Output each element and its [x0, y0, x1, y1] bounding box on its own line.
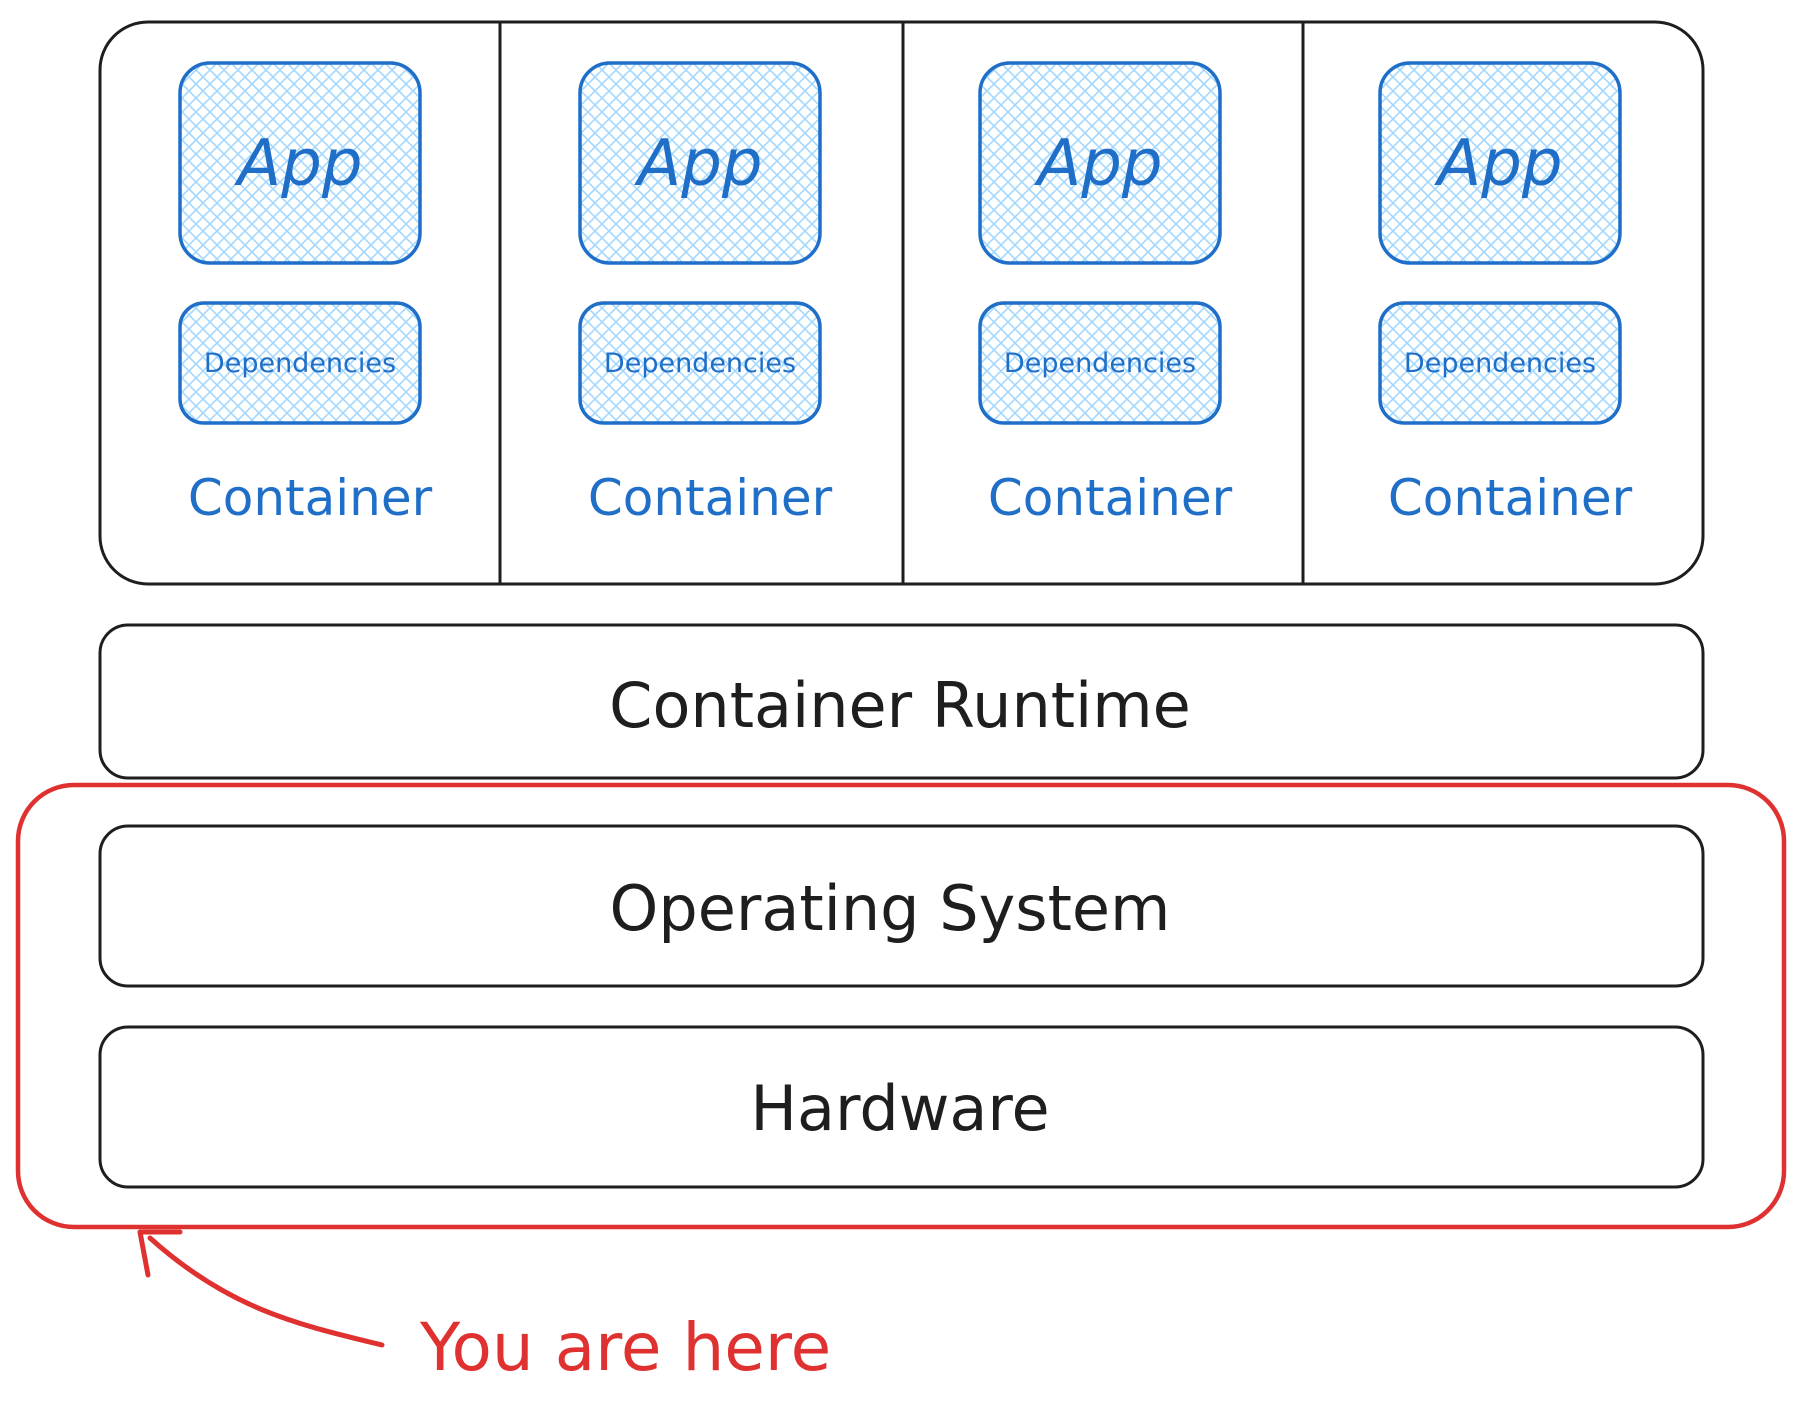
app-label: App: [1033, 127, 1162, 201]
dependencies-label: Dependencies: [1004, 348, 1196, 379]
container-runtime-label: Container Runtime: [609, 669, 1191, 742]
container-2: App Dependencies Container: [578, 61, 833, 527]
app-box: [1378, 61, 1622, 265]
container-label: Container: [588, 469, 833, 527]
dependencies-box: [578, 301, 822, 425]
container-runtime-layer: [98, 623, 1705, 780]
operating-system-label: Operating System: [610, 872, 1171, 945]
hardware-label: Hardware: [750, 1072, 1049, 1145]
container-label: Container: [1388, 469, 1633, 527]
you-are-here-label: You are here: [419, 1309, 831, 1386]
container-3: App Dependencies Container: [978, 61, 1233, 527]
app-label: App: [233, 127, 362, 201]
app-label: App: [633, 127, 762, 201]
hardware-layer: [98, 1025, 1705, 1189]
app-box: [178, 61, 422, 265]
container-1: App Dependencies Container: [178, 61, 433, 527]
app-box: [578, 61, 822, 265]
container-label: Container: [988, 469, 1233, 527]
operating-system-layer: [98, 824, 1705, 988]
dependencies-label: Dependencies: [604, 348, 796, 379]
container-4: App Dependencies Container: [1378, 61, 1633, 527]
app-box: [978, 61, 1222, 265]
dependencies-box: [978, 301, 1222, 425]
highlight-box: [15, 782, 1787, 1230]
dependencies-box: [178, 301, 422, 425]
dependencies-label: Dependencies: [204, 348, 396, 379]
app-label: App: [1433, 127, 1562, 201]
curved-arrow-icon: [137, 1229, 385, 1348]
container-label: Container: [188, 469, 433, 527]
dependencies-label: Dependencies: [1404, 348, 1596, 379]
dependencies-box: [1378, 301, 1622, 425]
